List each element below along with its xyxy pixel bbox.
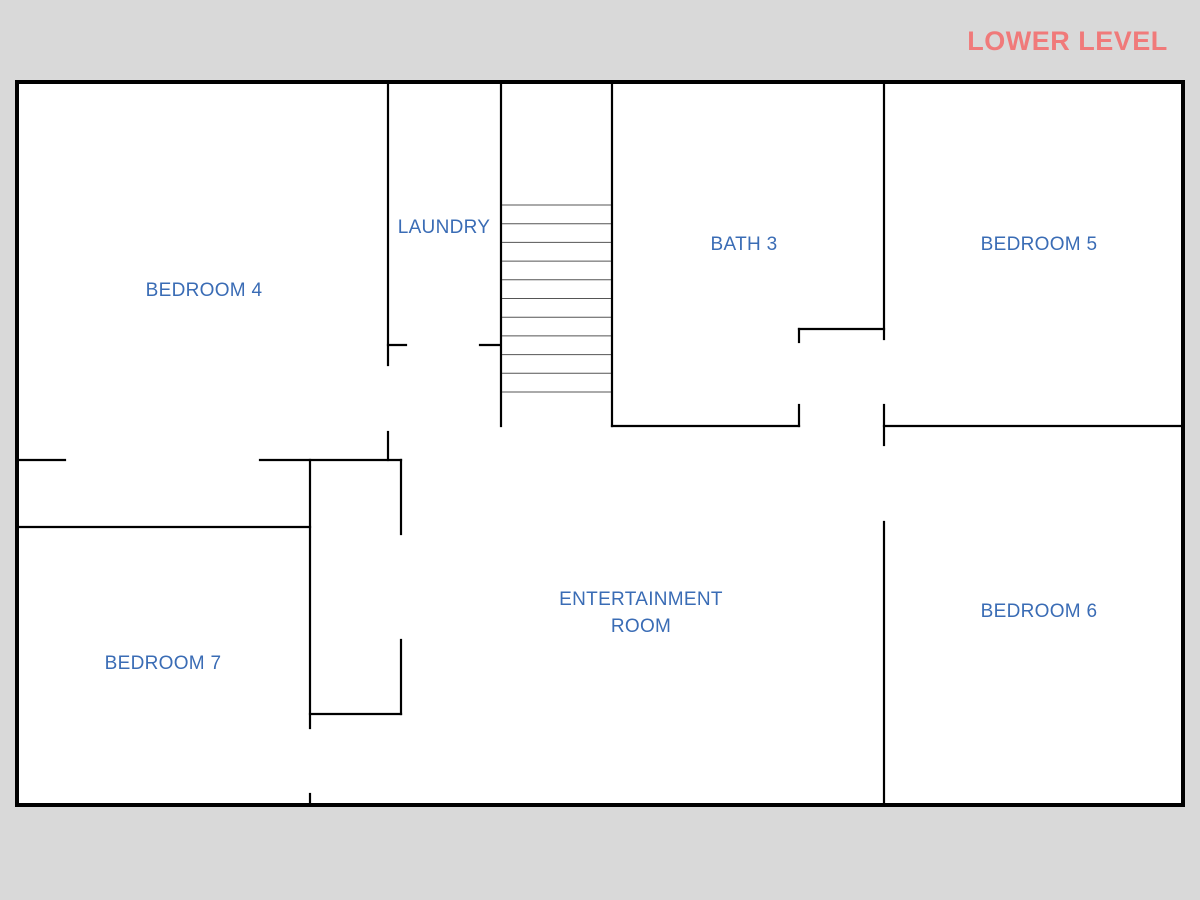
room-label-bedroom-5: BEDROOM 5 (919, 231, 1159, 258)
room-label-laundry: LAUNDRY (324, 214, 564, 241)
room-name-line-1: ENTERTAINMENT (559, 589, 723, 610)
room-name: BEDROOM 5 (980, 234, 1098, 255)
room-name-line-2: ROOM (610, 616, 672, 637)
room-label-bedroom-7: BEDROOM 7 (43, 650, 283, 677)
interior-walls (15, 80, 1185, 807)
room-label-entertainment-room: ENTERTAINMENT ROOM (521, 586, 761, 640)
plan-outline (15, 80, 1185, 807)
room-name: BEDROOM 4 (145, 280, 263, 301)
room-label-bedroom-4: BEDROOM 4 (84, 277, 324, 304)
room-name: BATH 3 (710, 234, 778, 255)
staircase (502, 204, 611, 393)
room-name: LAUNDRY (397, 217, 491, 238)
page-title: LOWER LEVEL (967, 26, 1168, 56)
room-label-bedroom-6: BEDROOM 6 (919, 598, 1159, 625)
room-label-bath-3: BATH 3 (624, 231, 864, 258)
room-name: BEDROOM 6 (980, 601, 1098, 622)
room-name: BEDROOM 7 (104, 653, 222, 674)
